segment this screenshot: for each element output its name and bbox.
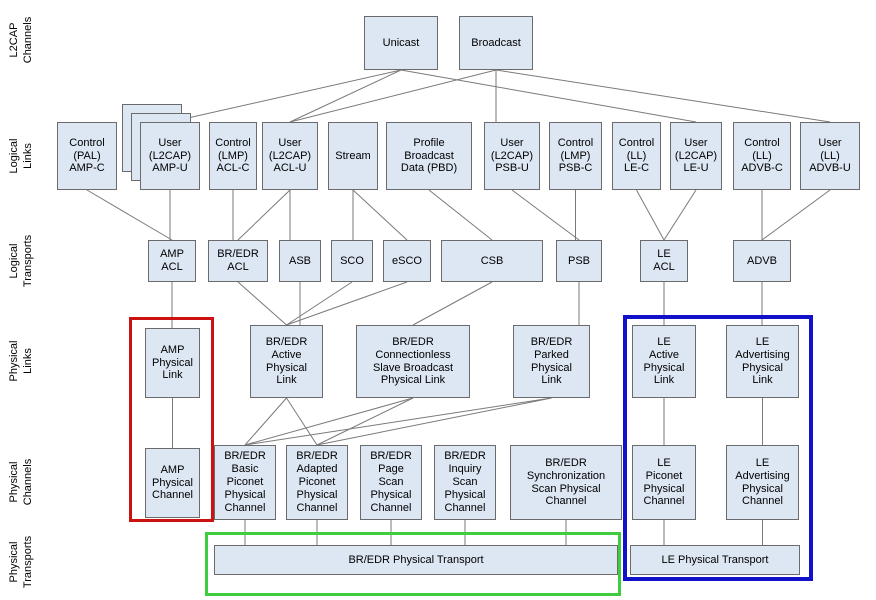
node-psb-c: Control (LMP) PSB-C [549, 122, 602, 190]
node-le-acl: LE ACL [640, 240, 688, 282]
node-amp-u: User (L2CAP) AMP-U [140, 122, 200, 190]
node-le-advertising-physical-link: LE Advertising Physical Link [726, 325, 799, 398]
node-broadcast: Broadcast [459, 16, 533, 70]
node-advb: ADVB [733, 240, 791, 282]
node-sco: SCO [331, 240, 373, 282]
row-label-logical-links: Logical Links [8, 138, 34, 174]
node-le-c: Control (LL) LE-C [612, 122, 661, 190]
node-bredr-physical-transport: BR/EDR Physical Transport [214, 545, 618, 575]
row-label-physical-links: Physical Links [8, 340, 34, 382]
node-asb: ASB [279, 240, 321, 282]
node-bredr-active-physical-link: BR/EDR Active Physical Link [250, 325, 323, 398]
node-csb: CSB [441, 240, 543, 282]
node-advb-c: Control (LL) ADVB-C [733, 122, 791, 190]
node-page-scan-physical-channel: BR/EDR Page Scan Physical Channel [360, 445, 422, 520]
node-amp-physical-link: AMP Physical Link [145, 328, 200, 398]
node-amp-c: Control (PAL) AMP-C [57, 122, 117, 190]
row-label-l2cap-channels: L2CAP Channels [8, 16, 34, 64]
node-bredr-parked-physical-link: BR/EDR Parked Physical Link [513, 325, 590, 398]
node-amp-acl: AMP ACL [148, 240, 196, 282]
node-bredr-acl: BR/EDR ACL [208, 240, 268, 282]
row-label-logical-transports: Logical Transports [8, 234, 34, 288]
row-label-physical-transports: Physical Transports [8, 535, 34, 589]
node-basic-piconet-physical-channel: BR/EDR Basic Piconet Physical Channel [214, 445, 276, 520]
node-le-physical-transport: LE Physical Transport [630, 545, 800, 575]
node-le-u: User (L2CAP) LE-U [670, 122, 722, 190]
node-stream: Stream [328, 122, 378, 190]
node-adapted-piconet-physical-channel: BR/EDR Adapted Piconet Physical Channel [286, 445, 348, 520]
node-le-piconet-physical-channel: LE Piconet Physical Channel [632, 445, 696, 520]
node-acl-u: User (L2CAP) ACL-U [262, 122, 318, 190]
node-psb: PSB [556, 240, 602, 282]
node-amp-physical-channel: AMP Physical Channel [145, 448, 200, 518]
node-pbd: Profile Broadcast Data (PBD) [386, 122, 472, 190]
node-synchronization-scan-physical-channel: BR/EDR Synchronization Scan Physical Cha… [510, 445, 622, 520]
node-advb-u: User (LL) ADVB-U [800, 122, 860, 190]
node-acl-c: Control (LMP) ACL-C [209, 122, 257, 190]
node-le-active-physical-link: LE Active Physical Link [632, 325, 696, 398]
node-bredr-csb-physical-link: BR/EDR Connectionless Slave Broadcast Ph… [356, 325, 470, 398]
node-le-advertising-physical-channel: LE Advertising Physical Channel [726, 445, 799, 520]
node-inquiry-scan-physical-channel: BR/EDR Inquiry Scan Physical Channel [434, 445, 496, 520]
node-esco: eSCO [383, 240, 431, 282]
node-unicast: Unicast [364, 16, 438, 70]
node-psb-u: User (L2CAP) PSB-U [484, 122, 540, 190]
